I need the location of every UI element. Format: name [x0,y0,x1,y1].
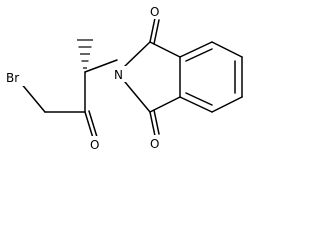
methyl-hashed-wedge [77,39,93,69]
bond-benzene-1 [179,41,213,58]
bond-benzene-inner-3 [185,92,213,106]
molecule-structure: N Br O O O [6,3,243,152]
structure-canvas: N Br O O O [6,3,243,152]
nitrogen-label-bg [112,66,126,82]
bond-ketone-double-a [84,111,94,139]
imide-oxygen-bottom-label: O [150,137,159,151]
bond-benzene-4 [211,96,243,113]
imide-oxygen-top-label: O [150,5,159,19]
bond-c-bottom-c-ring [149,96,181,113]
bromine-label-bg [6,70,28,86]
bond-ch2-bromine [19,81,46,113]
bond-c-top-c-ring [149,41,181,58]
ketone-oxygen-label: O [90,138,99,152]
bond-imide-o-top-a [149,17,156,43]
bond-imide-o-bottom-b [153,109,160,135]
bond-benzene-inner-1 [185,48,213,62]
imide-oxygen-top-label-bg [149,3,163,19]
bond-n-c-bottom [124,81,151,113]
nitrogen-label: N [114,68,123,82]
bromine-label: Br [6,71,19,85]
bond-chiral-c-nitrogen [84,59,118,73]
bond-imide-o-top-b [153,19,160,45]
bond-benzene-5 [179,96,213,113]
ketone-oxygen-label-bg [89,136,103,152]
imide-oxygen-bottom-label-bg [149,135,163,151]
bond-n-c-top [124,41,151,67]
bond-benzene-2 [211,41,243,58]
bond-ketone-double-b [88,110,98,138]
bond-imide-o-bottom-a [149,111,156,137]
